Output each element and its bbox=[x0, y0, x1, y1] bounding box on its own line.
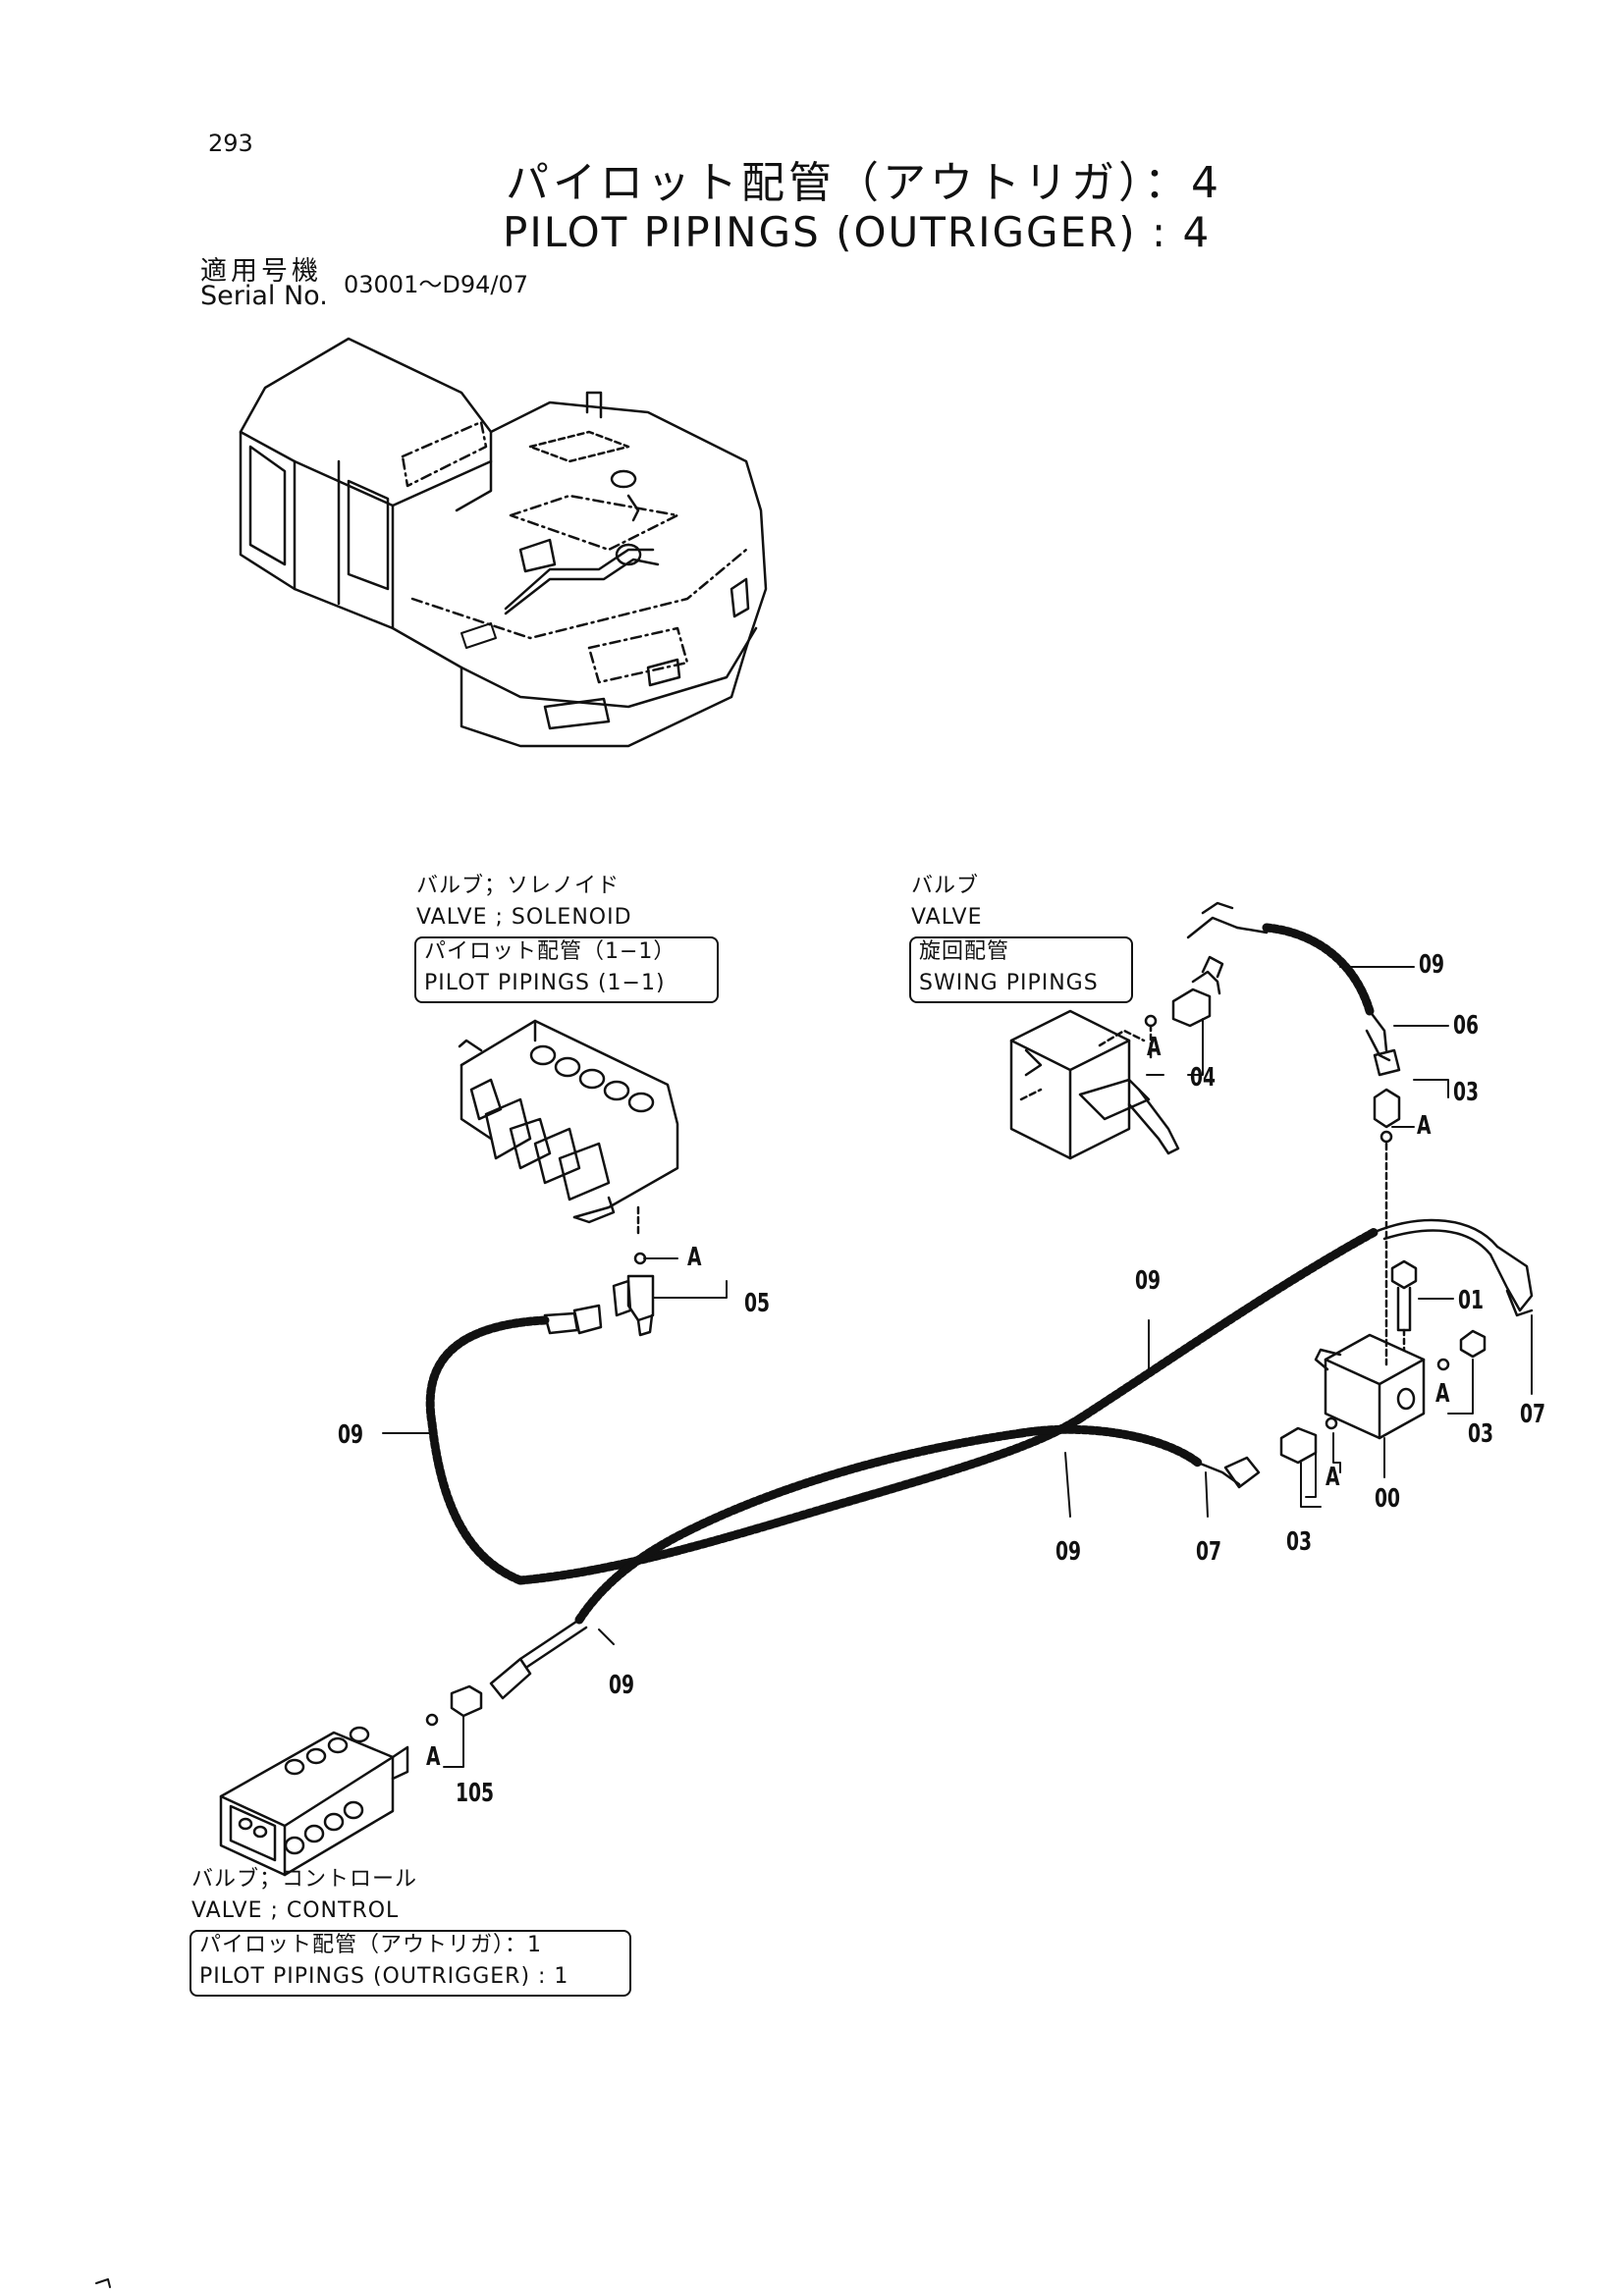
leader-lines bbox=[382, 966, 1533, 1768]
part-label-00: 00 bbox=[1375, 1484, 1401, 1514]
page-title-en: PILOT PIPINGS (OUTRIGGER) : 4 bbox=[503, 208, 1212, 256]
part-label-09-top: 09 bbox=[1419, 950, 1445, 980]
valve-label-jp: バルブ bbox=[911, 874, 980, 898]
fitting-03-lower-illustration bbox=[1279, 1416, 1338, 1465]
junction-block-00-illustration bbox=[1314, 1259, 1487, 1440]
excavator-overview-illustration bbox=[239, 337, 768, 748]
marker-a-bottom: A bbox=[426, 1742, 441, 1772]
page-title-jp: パイロット配管（アウトリガ）：4 bbox=[506, 158, 1222, 208]
hose-09-top-illustration bbox=[1186, 901, 1401, 1077]
solenoid-valve-ref-jp: パイロット配管（1−1） bbox=[424, 939, 676, 964]
serial-label-jp: 適用号機 bbox=[200, 256, 322, 287]
part-label-07-right: 07 bbox=[1520, 1400, 1546, 1429]
part-label-03-right: 03 bbox=[1468, 1419, 1494, 1449]
marker-a-lower: A bbox=[1325, 1463, 1340, 1492]
valve-label-en: VALVE bbox=[911, 905, 983, 930]
serial-value: 03001～D94/07 bbox=[344, 271, 528, 298]
part-label-03-lower: 03 bbox=[1286, 1527, 1313, 1557]
serial-label-en: Serial No. bbox=[200, 281, 328, 311]
part-label-06: 06 bbox=[1453, 1011, 1480, 1041]
marker-a-04: A bbox=[1147, 1033, 1162, 1062]
solenoid-valve-ref-en: PILOT PIPINGS (1−1) bbox=[424, 971, 666, 995]
control-valve-label-jp: バルブ；コントロール bbox=[191, 1867, 418, 1892]
part-label-105: 105 bbox=[456, 1779, 495, 1808]
control-valve-illustration bbox=[219, 1684, 483, 1877]
footer-mark: 1 bbox=[98, 2269, 111, 2293]
marker-a-top: A bbox=[1417, 1111, 1432, 1141]
part-label-09-mid: 09 bbox=[1135, 1266, 1162, 1296]
control-valve-ref-en: PILOT PIPINGS (OUTRIGGER) : 1 bbox=[199, 1964, 569, 1989]
swing-valve-illustration bbox=[1009, 1009, 1180, 1160]
part-label-09-bottom: 09 bbox=[609, 1671, 635, 1700]
solenoid-valve-ref-bracket bbox=[414, 936, 719, 1003]
marker-a-right: A bbox=[1435, 1379, 1450, 1409]
control-valve-ref-bracket bbox=[189, 1930, 631, 1997]
part-label-05: 05 bbox=[744, 1289, 771, 1318]
part-label-01: 01 bbox=[1458, 1286, 1485, 1315]
marker-a-05: A bbox=[687, 1243, 702, 1272]
valve-ref-jp: 旋回配管 bbox=[919, 939, 1010, 964]
valve-ref-bracket bbox=[909, 936, 1133, 1003]
fitting-05-illustration bbox=[612, 1252, 655, 1337]
valve-ref-en: SWING PIPINGS bbox=[919, 971, 1099, 995]
solenoid-valve-label-jp: バルブ；ソレノイド bbox=[416, 874, 621, 898]
solenoid-valve-label-en: VALVE ; SOLENOID bbox=[416, 905, 632, 930]
solenoid-valve-illustration bbox=[458, 1019, 679, 1239]
corner-mark bbox=[95, 2278, 111, 2288]
part-label-07-lower: 07 bbox=[1196, 1537, 1222, 1567]
fitting-03-top-illustration bbox=[1373, 1088, 1401, 1366]
part-label-09-left: 09 bbox=[338, 1420, 364, 1450]
control-valve-label-en: VALVE ; CONTROL bbox=[191, 1898, 400, 1923]
control-valve-ref-jp: パイロット配管（アウトリガ）：1 bbox=[199, 1933, 542, 1957]
page-number: 293 bbox=[208, 130, 253, 157]
hose-09-main-illustration bbox=[425, 1218, 1534, 1700]
fitting-04-illustration bbox=[1144, 955, 1224, 1062]
part-label-03-top: 03 bbox=[1453, 1078, 1480, 1107]
part-label-04: 04 bbox=[1190, 1063, 1217, 1093]
part-label-09-lower: 09 bbox=[1055, 1537, 1082, 1567]
